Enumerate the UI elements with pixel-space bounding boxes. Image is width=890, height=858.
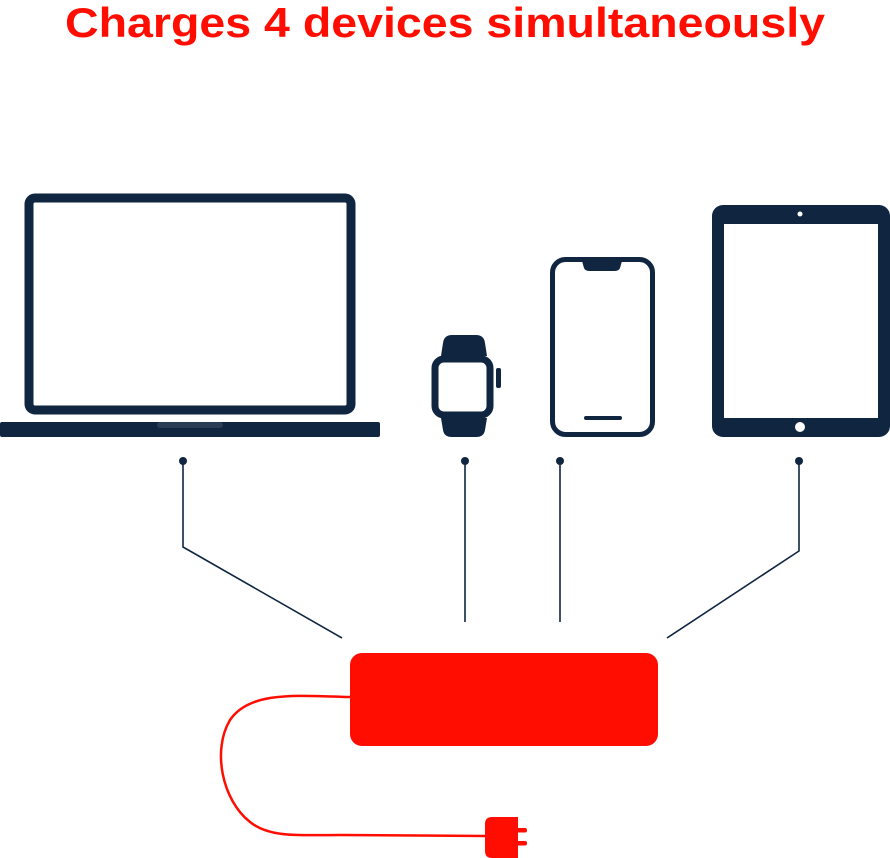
smartwatch-icon — [431, 335, 501, 437]
laptop-connector — [182, 461, 343, 639]
laptop-icon — [0, 193, 380, 437]
headline: Charges 4 devices simultaneously — [65, 0, 826, 46]
connector-lines — [182, 461, 800, 639]
plug-icon — [485, 817, 527, 858]
tablet-icon — [712, 205, 890, 437]
tablet-connector — [666, 461, 800, 639]
connector-dots — [179, 457, 803, 465]
smartphone-icon — [550, 257, 655, 437]
charger-icon — [350, 653, 658, 746]
charger-cable — [219, 694, 488, 838]
